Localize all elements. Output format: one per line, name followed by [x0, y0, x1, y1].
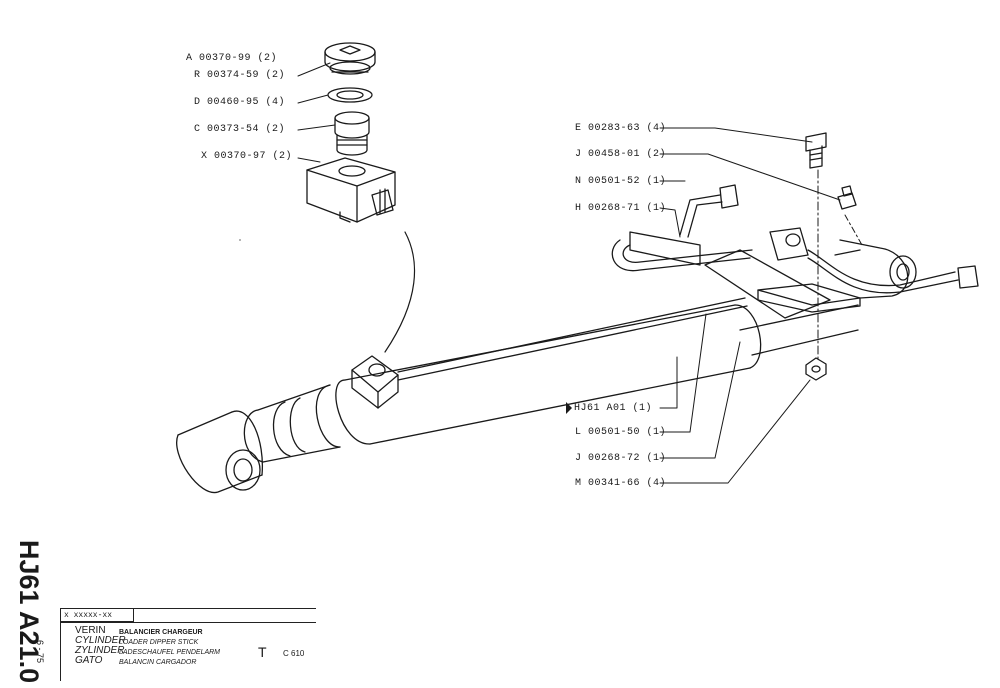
plug-part	[324, 42, 376, 72]
name-es: GATO	[75, 655, 103, 666]
callout-nut: M 00341-66 (4)	[575, 478, 667, 489]
callout-block-fitting: X 00370-97 (2)	[201, 151, 293, 162]
mount-bracket	[757, 239, 917, 313]
grease-nipple-part	[837, 185, 857, 210]
callout-seal-ring: R 00374-59 (2)	[194, 70, 286, 81]
cylinder-body	[243, 304, 859, 463]
title-block-divider	[61, 622, 316, 623]
leader-curve	[384, 231, 416, 353]
name-en: CYLINDER	[75, 635, 126, 646]
sheet-date: 6 - 75	[35, 640, 45, 664]
callout-hj61-a01: HJ61 A01 (1)	[574, 403, 653, 414]
title-block: x xxxxx-xx VERIN CYLINDER ZYLINDER GATO …	[60, 608, 316, 681]
title-block-descriptions: BALANCIER CHARGEUR LOADER DIPPER STICK L…	[119, 628, 220, 668]
rigid-tube	[397, 297, 748, 381]
seal-ring-part	[329, 61, 371, 75]
washer-part	[327, 87, 373, 103]
callout-tube-j: J 00268-72 (1)	[575, 453, 667, 464]
desc-es: BALANCIN CARGADOR	[119, 659, 197, 666]
leader-lines	[297, 62, 841, 484]
callout-bolt: E 00283-63 (4)	[575, 123, 667, 134]
callout-tube-l: L 00501-50 (1)	[575, 427, 667, 438]
callout-plug: A 00370-99 (2)	[186, 53, 278, 64]
union-part	[334, 111, 370, 156]
pipe-assembly	[611, 184, 979, 294]
nut-part	[805, 357, 827, 381]
callout-union: C 00373-54 (2)	[194, 124, 286, 135]
rod-eye	[176, 410, 264, 494]
callout-washer: D 00460-95 (4)	[194, 97, 286, 108]
hose-fitting	[351, 355, 399, 409]
bolt-part	[805, 132, 827, 169]
name-de: ZYLINDER	[75, 645, 125, 656]
dipper-stick-beam	[704, 249, 831, 319]
block-fitting-part	[306, 157, 396, 223]
desc-de: LADESCHAUFEL PENDELARM	[119, 649, 221, 656]
name-fr: VERIN	[75, 625, 106, 636]
callout-pipe-h: H 00268-71 (1)	[575, 203, 667, 214]
desc-fr: BALANCIER CHARGEUR	[119, 629, 203, 636]
callout-grease-nipple: J 00458-01 (2)	[575, 149, 667, 160]
sheet-code-area: HJ61 A21.0	[14, 540, 54, 683]
model-code: C 610	[283, 649, 305, 658]
desc-en: LOADER DIPPER STICK	[119, 639, 199, 646]
title-block-ref: x xxxxx-xx	[61, 609, 134, 622]
title-block-names: VERIN CYLINDER ZYLINDER GATO	[75, 626, 126, 666]
type-letter: T	[258, 644, 267, 660]
reference-arrow	[566, 402, 572, 414]
callout-pipe-n: N 00501-52 (1)	[575, 176, 667, 187]
